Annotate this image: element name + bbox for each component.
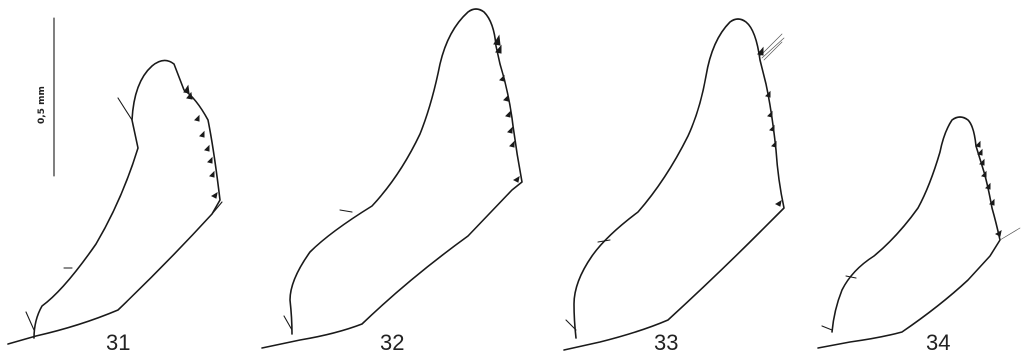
figure-33-outline (563, 18, 785, 351)
figure-34-label: 34 (926, 330, 950, 355)
figure-34-lower-seta (821, 325, 833, 331)
figure-33-side-seta (597, 239, 611, 243)
figure-33-spines (757, 46, 782, 207)
figure-32-side-seta (339, 209, 353, 213)
figure-34-outline (817, 116, 1001, 349)
figure-33-label: 33 (654, 330, 678, 355)
figure-31: 31 (7, 59, 223, 355)
scale-bar-label: 0,5 mm (37, 86, 47, 124)
figure-33: 33 (563, 18, 785, 355)
figure-31-base-line (211, 201, 223, 215)
figure-33-lower-seta (565, 319, 577, 331)
figure-34-spines (975, 140, 1002, 237)
figure-32-outline (261, 8, 523, 349)
figure-31-label: 31 (106, 330, 130, 355)
figure-32: 32 (261, 8, 523, 355)
figure-32-lower-seta (283, 315, 293, 331)
figure-34-setae (999, 227, 1021, 241)
scale-bar: 0,5 mm (37, 17, 55, 177)
figure-34: 34 (817, 116, 1021, 355)
figure-31-outline (7, 59, 221, 345)
figure-33-setae (759, 33, 785, 61)
figure-32-spines (493, 34, 520, 183)
figure-34-side-seta (845, 275, 857, 279)
figure-31-seta (117, 97, 133, 121)
figure-31-lower-seta (25, 311, 35, 331)
figure-32-label: 32 (380, 330, 404, 355)
figure-31-spines (183, 84, 218, 199)
